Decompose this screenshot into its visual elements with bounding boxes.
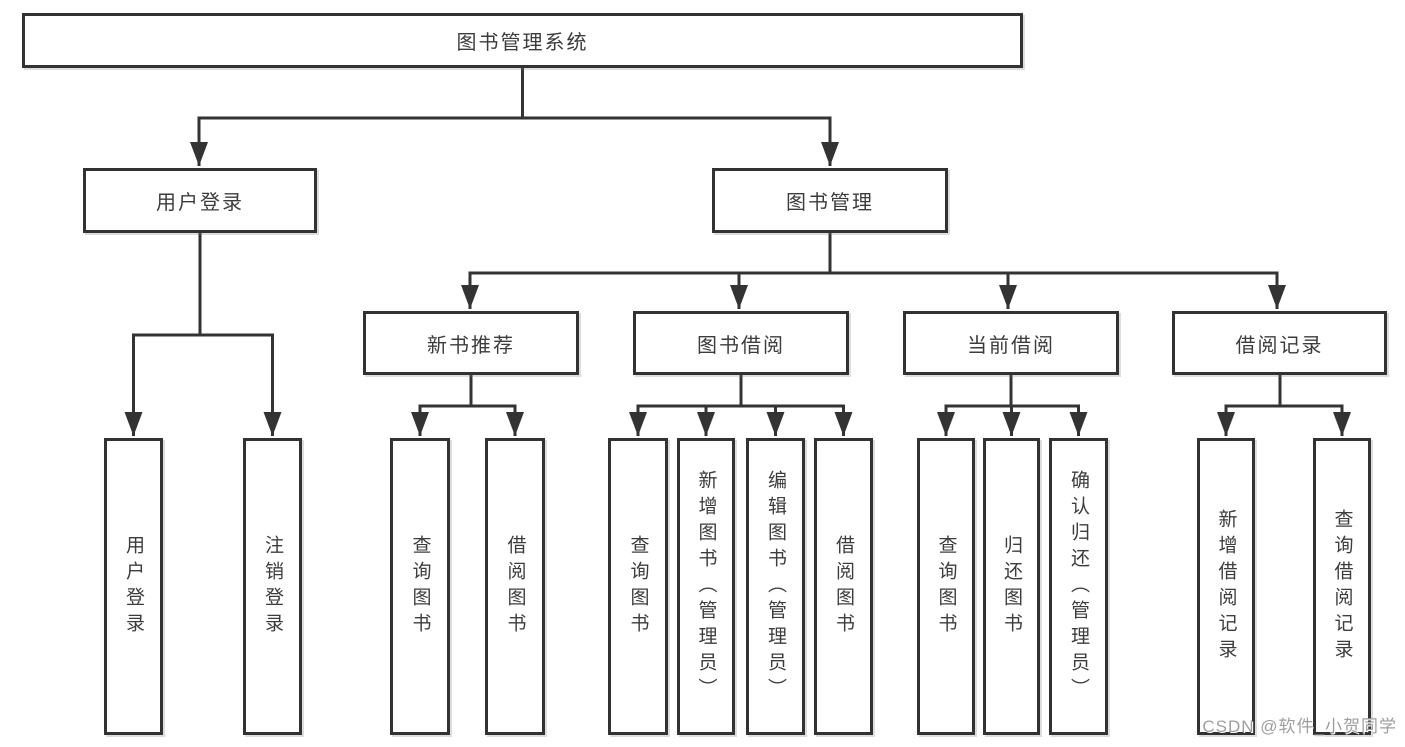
node-root-system: 图书管理系统 bbox=[22, 13, 1023, 68]
leaf-borrow-books: 借阅图书 bbox=[814, 438, 873, 735]
node-book-management: 图书管理 bbox=[712, 168, 948, 233]
node-new-book-recommendation: 新书推荐 bbox=[363, 311, 579, 375]
leaf-add-borrow-record: 新增借阅记录 bbox=[1197, 438, 1255, 735]
leaf-query-books-current: 查询图书 bbox=[917, 438, 975, 735]
leaf-add-books-admin: 新增图书（管理员） bbox=[677, 438, 735, 735]
csdn-watermark: CSDN @软件_小贺同学 bbox=[1202, 717, 1397, 736]
leaf-return-books: 归还图书 bbox=[983, 438, 1040, 735]
leaf-query-books-recommend: 查询图书 bbox=[390, 438, 450, 735]
node-current-borrowing: 当前借阅 bbox=[903, 311, 1119, 375]
leaf-borrow-books-recommend: 借阅图书 bbox=[485, 438, 545, 735]
node-user-login: 用户登录 bbox=[83, 168, 317, 233]
leaf-logout: 注销登录 bbox=[243, 438, 302, 735]
leaf-query-borrow-record: 查询借阅记录 bbox=[1313, 438, 1371, 735]
node-book-borrowing: 图书借阅 bbox=[633, 311, 849, 375]
leaf-query-books-borrowing: 查询图书 bbox=[608, 438, 668, 735]
leaf-user-login: 用户登录 bbox=[104, 438, 163, 735]
leaf-edit-books-admin: 编辑图书（管理员） bbox=[746, 438, 805, 735]
node-borrowing-records: 借阅记录 bbox=[1172, 311, 1387, 375]
leaf-confirm-return-admin: 确认归还（管理员） bbox=[1049, 438, 1108, 735]
